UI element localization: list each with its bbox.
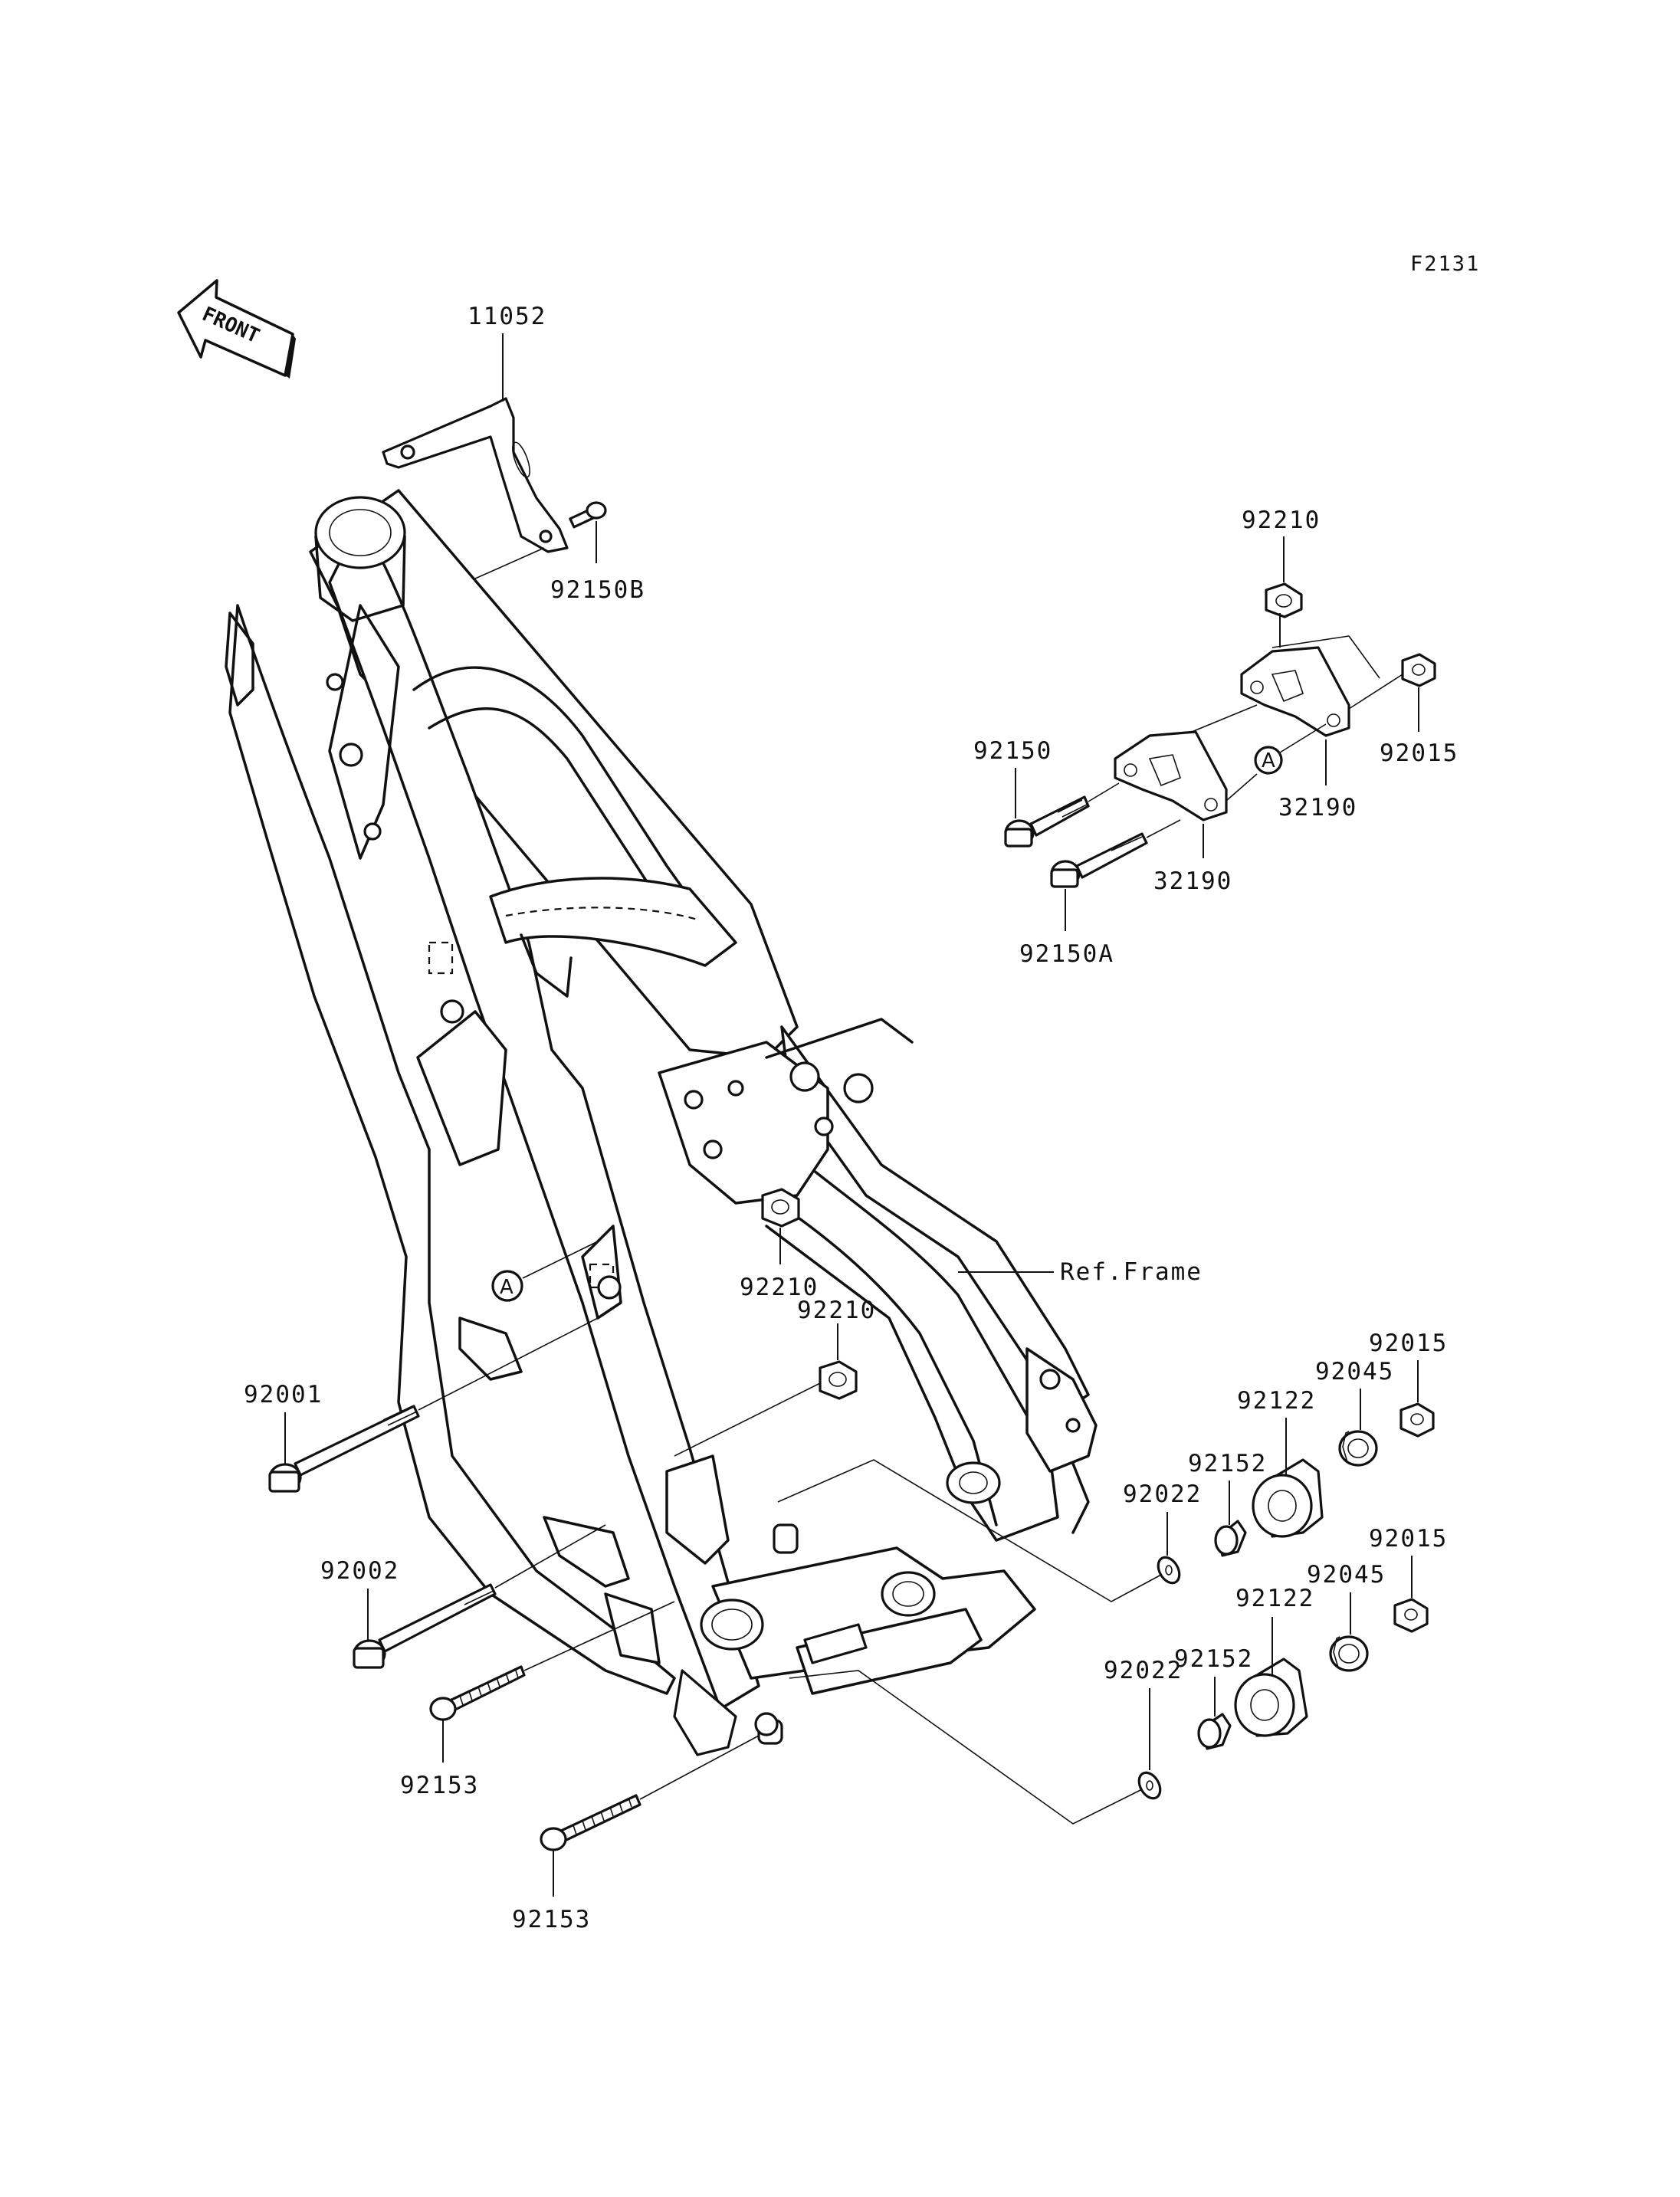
bolt-92153-a [429, 1665, 526, 1721]
nut-92015-r1 [1399, 1402, 1435, 1438]
part-label-92015-r2: 92015 [1369, 1525, 1448, 1553]
part-label-11052: 11052 [468, 303, 546, 330]
part-label-92152-a: 92152 [1188, 1450, 1267, 1477]
nut-92210-top [1265, 582, 1303, 618]
part-label-92001: 92001 [244, 1381, 323, 1408]
part-label-92210-low: 92210 [797, 1297, 876, 1324]
part-label-92002: 92002 [320, 1557, 399, 1585]
line-92001-frame [418, 1317, 599, 1411]
circle-ref-a-top [1254, 746, 1283, 775]
bolt-92150 [1004, 795, 1090, 848]
part-label-92150a: 92150A [1019, 940, 1114, 968]
nut-92210-low [819, 1360, 858, 1400]
part-label-92122-b: 92122 [1235, 1585, 1314, 1612]
line-32190-nut [1348, 674, 1403, 710]
part-label-92015-r1: 92015 [1369, 1330, 1448, 1357]
line-92153-b-frame [639, 1735, 760, 1800]
line-92153-a-frame [523, 1601, 675, 1671]
ref-frame-label: Ref.Frame [1060, 1258, 1203, 1286]
line-a-mid [522, 1241, 599, 1279]
ref-a-mid: A [500, 1276, 514, 1299]
part-label-92153-b: 92153 [512, 1906, 591, 1933]
bolt-92002 [353, 1583, 497, 1669]
line-92002-frame [494, 1524, 606, 1589]
line-92150-plate [1088, 782, 1120, 802]
part-label-92015-top: 92015 [1380, 739, 1459, 767]
part-label-92150b: 92150B [550, 576, 645, 604]
bolt-92150a [1050, 832, 1148, 888]
part-label-92045-b: 92045 [1307, 1561, 1386, 1589]
bolt-92153-b [540, 1794, 641, 1851]
ref-a-top: A [1262, 749, 1275, 772]
bolt-92001 [268, 1405, 420, 1493]
part-label-32190-b: 32190 [1153, 867, 1232, 895]
nut-92015-r2 [1393, 1598, 1429, 1633]
line-32190-top [1271, 635, 1350, 648]
part-label-92153-a: 92153 [400, 1772, 479, 1799]
collar-92122-b [1234, 1658, 1308, 1737]
sleeve-92152-b [1197, 1713, 1232, 1750]
part-label-92045-a: 92045 [1315, 1358, 1394, 1385]
line-32190-to-92015 [1348, 635, 1380, 679]
part-label-92210-mid: 92210 [740, 1274, 819, 1301]
part-label-92150: 92150 [973, 737, 1052, 765]
line-92022-b-frame [789, 1670, 1143, 1825]
bearing-92045-b [1329, 1635, 1369, 1672]
bracket-11052 [382, 397, 569, 553]
part-label-32190-a: 32190 [1278, 794, 1357, 821]
collar-92122-a [1252, 1458, 1324, 1538]
motorcycle-frame [225, 489, 1098, 1756]
washer-92022-b [1137, 1771, 1162, 1800]
line-plates [1191, 704, 1258, 733]
bearing-92045-a [1338, 1430, 1378, 1467]
line-plates-to-a [1226, 773, 1258, 802]
part-label-92022-b: 92022 [1104, 1657, 1183, 1684]
nut-92210-mid [761, 1188, 800, 1228]
front-arrow-icon: FRONT [177, 279, 296, 379]
part-label-92122-a: 92122 [1237, 1387, 1316, 1415]
part-label-92210-top: 92210 [1242, 507, 1321, 534]
figure-code: F2131 [1410, 252, 1480, 276]
circle-ref-a-mid [491, 1270, 523, 1302]
line-92150a-plate [1146, 819, 1181, 838]
engine-mount-plate-32190-upper [1240, 646, 1350, 737]
line-92210-low-frame [674, 1382, 821, 1457]
leader-92150b-frame [474, 547, 545, 579]
washer-92022-a [1157, 1556, 1181, 1585]
engine-mount-plate-32190-lower [1114, 730, 1228, 821]
sleeve-92152-a [1214, 1520, 1247, 1557]
part-label-92152-b: 92152 [1174, 1645, 1253, 1673]
part-label-92022-a: 92022 [1123, 1481, 1202, 1508]
nut-92015-top [1401, 653, 1436, 687]
line-a-plate [1279, 723, 1327, 753]
line-92022-a-frame [777, 1459, 1162, 1602]
bolt-92150b [569, 501, 607, 529]
